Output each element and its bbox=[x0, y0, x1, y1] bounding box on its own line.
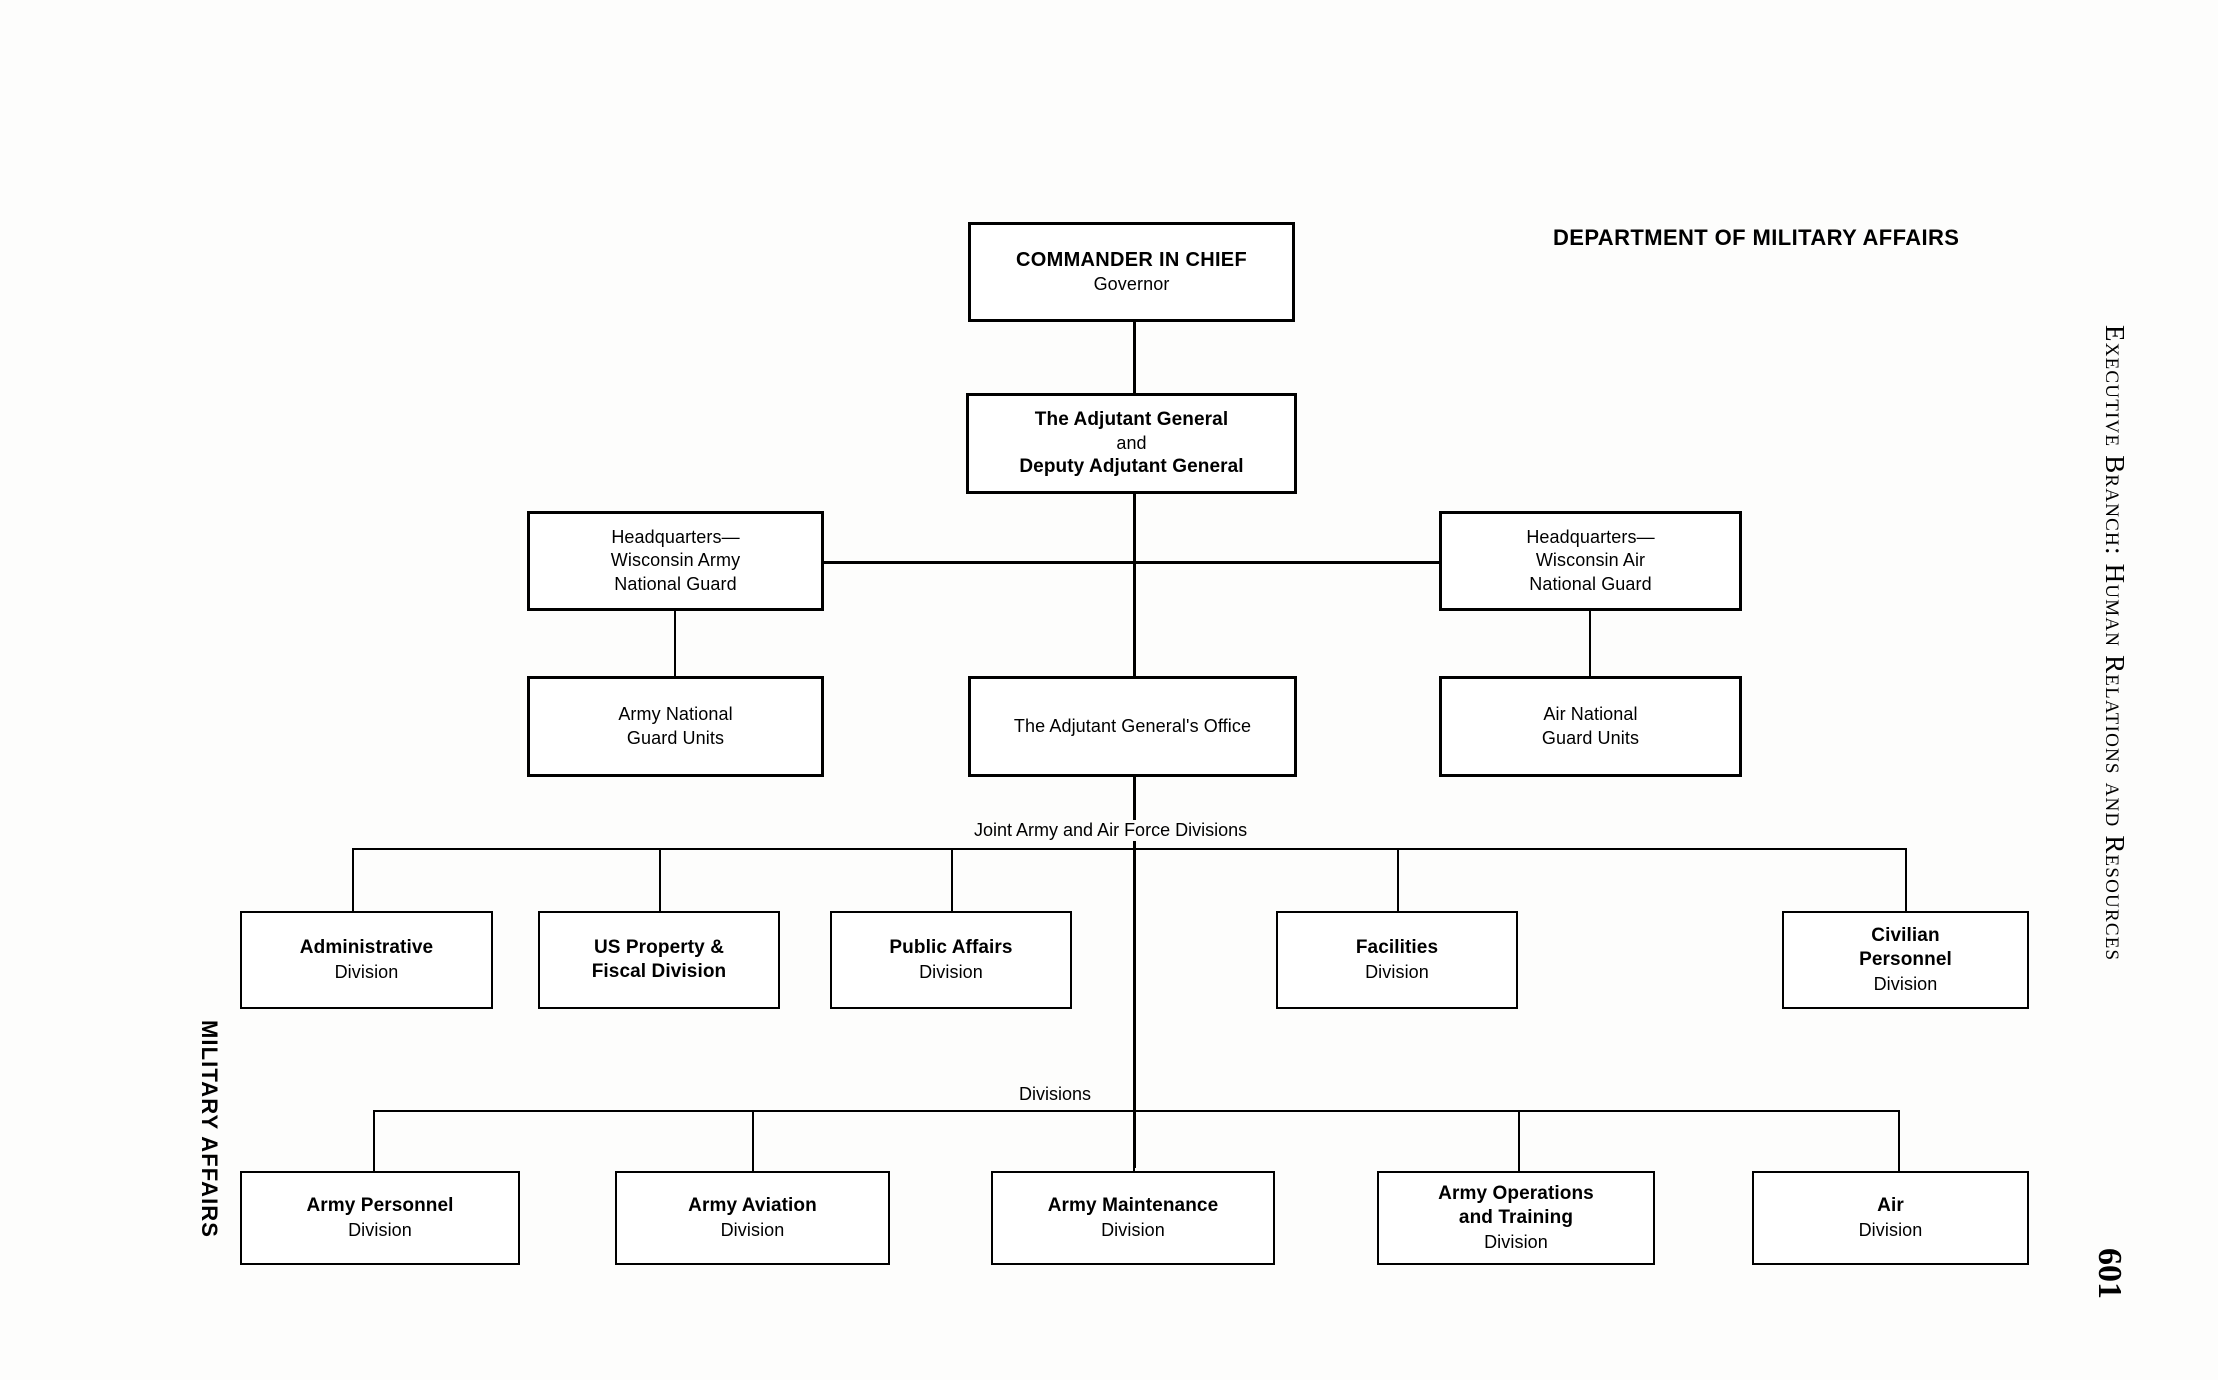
node-army-national-guard-units: Army National Guard Units bbox=[527, 676, 824, 777]
joint-div-3-line1: Facilities bbox=[1355, 937, 1439, 959]
node-facilities-division: Facilities Division bbox=[1276, 911, 1518, 1009]
army-div-2-line2: Division bbox=[1101, 1219, 1165, 1240]
connector-hq-army-to-units bbox=[674, 611, 676, 676]
connector-drop-army-aviation bbox=[752, 1110, 754, 1171]
army-div-4-line1: Air bbox=[1877, 1195, 1904, 1217]
node-adjutant-generals-office: The Adjutant General's Office bbox=[968, 676, 1297, 777]
node-hq-air-line1: Headquarters— bbox=[1526, 527, 1655, 548]
side-label-military-affairs: MILITARY AFFAIRS bbox=[197, 1020, 222, 1239]
connector-drop-civilian-personnel bbox=[1905, 848, 1907, 911]
node-air-division: Air Division bbox=[1752, 1171, 2029, 1265]
node-hq-army-line2: Wisconsin Army bbox=[610, 550, 741, 571]
army-div-0-line2: Division bbox=[348, 1219, 412, 1240]
node-hq-army-line1: Headquarters— bbox=[611, 527, 740, 548]
connector-drop-administrative bbox=[352, 848, 354, 911]
node-adjutant-general: The Adjutant General and Deputy Adjutant… bbox=[966, 393, 1297, 494]
joint-div-1-line1: US Property & bbox=[593, 936, 725, 958]
node-adjutant-and: and bbox=[1116, 432, 1147, 453]
page-number: 601 bbox=[2091, 1248, 2128, 1299]
joint-div-0-line1: Administrative bbox=[299, 937, 434, 959]
army-div-4-line2: Division bbox=[1858, 1219, 1923, 1240]
army-div-1-line2: Division bbox=[720, 1219, 785, 1240]
node-commander-title: COMMANDER IN CHIEF bbox=[1016, 248, 1247, 271]
joint-div-0-line2: Division bbox=[334, 961, 399, 982]
joint-div-1-line2: Fiscal Division bbox=[591, 961, 727, 982]
node-army-maintenance-division: Army Maintenance Division bbox=[991, 1171, 1275, 1265]
connector-drop-army-operations-training bbox=[1518, 1110, 1520, 1171]
joint-div-2-line1: Public Affairs bbox=[889, 937, 1013, 959]
label-divisions: Divisions bbox=[1013, 1084, 1098, 1105]
node-civilian-personnel-division: Civilian Personnel Division bbox=[1782, 911, 2029, 1009]
node-army-aviation-division: Army Aviation Division bbox=[615, 1171, 890, 1265]
army-div-0-line1: Army Personnel bbox=[306, 1195, 454, 1217]
army-div-1-line1: Army Aviation bbox=[688, 1195, 817, 1217]
army-div-3-line2: and Training bbox=[1458, 1207, 1574, 1229]
node-us-property-fiscal-division: US Property & Fiscal Division bbox=[538, 911, 780, 1009]
node-adjutant-title: The Adjutant General bbox=[1034, 408, 1229, 430]
node-air-units-line2: Guard Units bbox=[1541, 727, 1640, 748]
node-public-affairs-division: Public Affairs Division bbox=[830, 911, 1072, 1009]
connector-army-divisions-bus bbox=[373, 1110, 1900, 1112]
running-head: Executive Branch: Human Relations and Re… bbox=[2100, 325, 2130, 962]
node-commander-in-chief: COMMANDER IN CHIEF Governor bbox=[968, 222, 1295, 322]
connector-drop-us-property-fiscal bbox=[659, 848, 661, 911]
node-army-units-line2: Guard Units bbox=[626, 727, 725, 748]
army-div-3-line1: Army Operations bbox=[1438, 1183, 1594, 1205]
node-commander-subtitle: Governor bbox=[1093, 274, 1170, 295]
connector-drop-facilities bbox=[1397, 848, 1399, 911]
joint-div-4-line3: Division bbox=[1873, 973, 1938, 994]
node-hq-wisconsin-air-national-guard: Headquarters— Wisconsin Air National Gua… bbox=[1439, 511, 1742, 611]
connector-headquarters-bus bbox=[824, 561, 1439, 564]
node-army-units-line1: Army National bbox=[618, 704, 733, 725]
army-div-2-line1: Army Maintenance bbox=[1047, 1195, 1219, 1217]
node-hq-air-line3: National Guard bbox=[1529, 573, 1652, 594]
connector-drop-army-maintenance bbox=[1133, 1110, 1135, 1171]
node-hq-wisconsin-army-national-guard: Headquarters— Wisconsin Army National Gu… bbox=[527, 511, 824, 611]
node-air-units-line1: Air National bbox=[1543, 704, 1638, 725]
connector-drop-army-personnel bbox=[373, 1110, 375, 1171]
connector-drop-air bbox=[1898, 1110, 1900, 1171]
connector-tag-office-trunk bbox=[1133, 777, 1136, 1168]
joint-div-4-line1: Civilian bbox=[1871, 925, 1940, 947]
joint-div-4-line2: Personnel bbox=[1859, 949, 1952, 971]
node-hq-army-line3: National Guard bbox=[614, 573, 737, 594]
connector-drop-public-affairs bbox=[951, 848, 953, 911]
node-administrative-division: Administrative Division bbox=[240, 911, 493, 1009]
node-tag-office-label: The Adjutant General's Office bbox=[1013, 715, 1252, 736]
joint-div-3-line2: Division bbox=[1365, 961, 1429, 982]
node-air-national-guard-units: Air National Guard Units bbox=[1439, 676, 1742, 777]
army-div-3-line3: Division bbox=[1484, 1231, 1548, 1252]
joint-div-2-line2: Division bbox=[919, 961, 983, 982]
node-hq-air-line2: Wisconsin Air bbox=[1535, 550, 1646, 571]
node-army-personnel-division: Army Personnel Division bbox=[240, 1171, 520, 1265]
node-adjutant-deputy: Deputy Adjutant General bbox=[1019, 456, 1244, 478]
label-joint-army-air-force-divisions: Joint Army and Air Force Divisions bbox=[968, 820, 1254, 841]
connector-commander-to-adjutant bbox=[1133, 322, 1136, 393]
connector-hq-air-to-units bbox=[1589, 611, 1591, 676]
connector-adjutant-trunk bbox=[1133, 494, 1136, 676]
chart-title: DEPARTMENT OF MILITARY AFFAIRS bbox=[1553, 225, 1960, 250]
connector-joint-divisions-bus bbox=[352, 848, 1907, 850]
node-army-operations-training-division: Army Operations and Training Division bbox=[1377, 1171, 1655, 1265]
